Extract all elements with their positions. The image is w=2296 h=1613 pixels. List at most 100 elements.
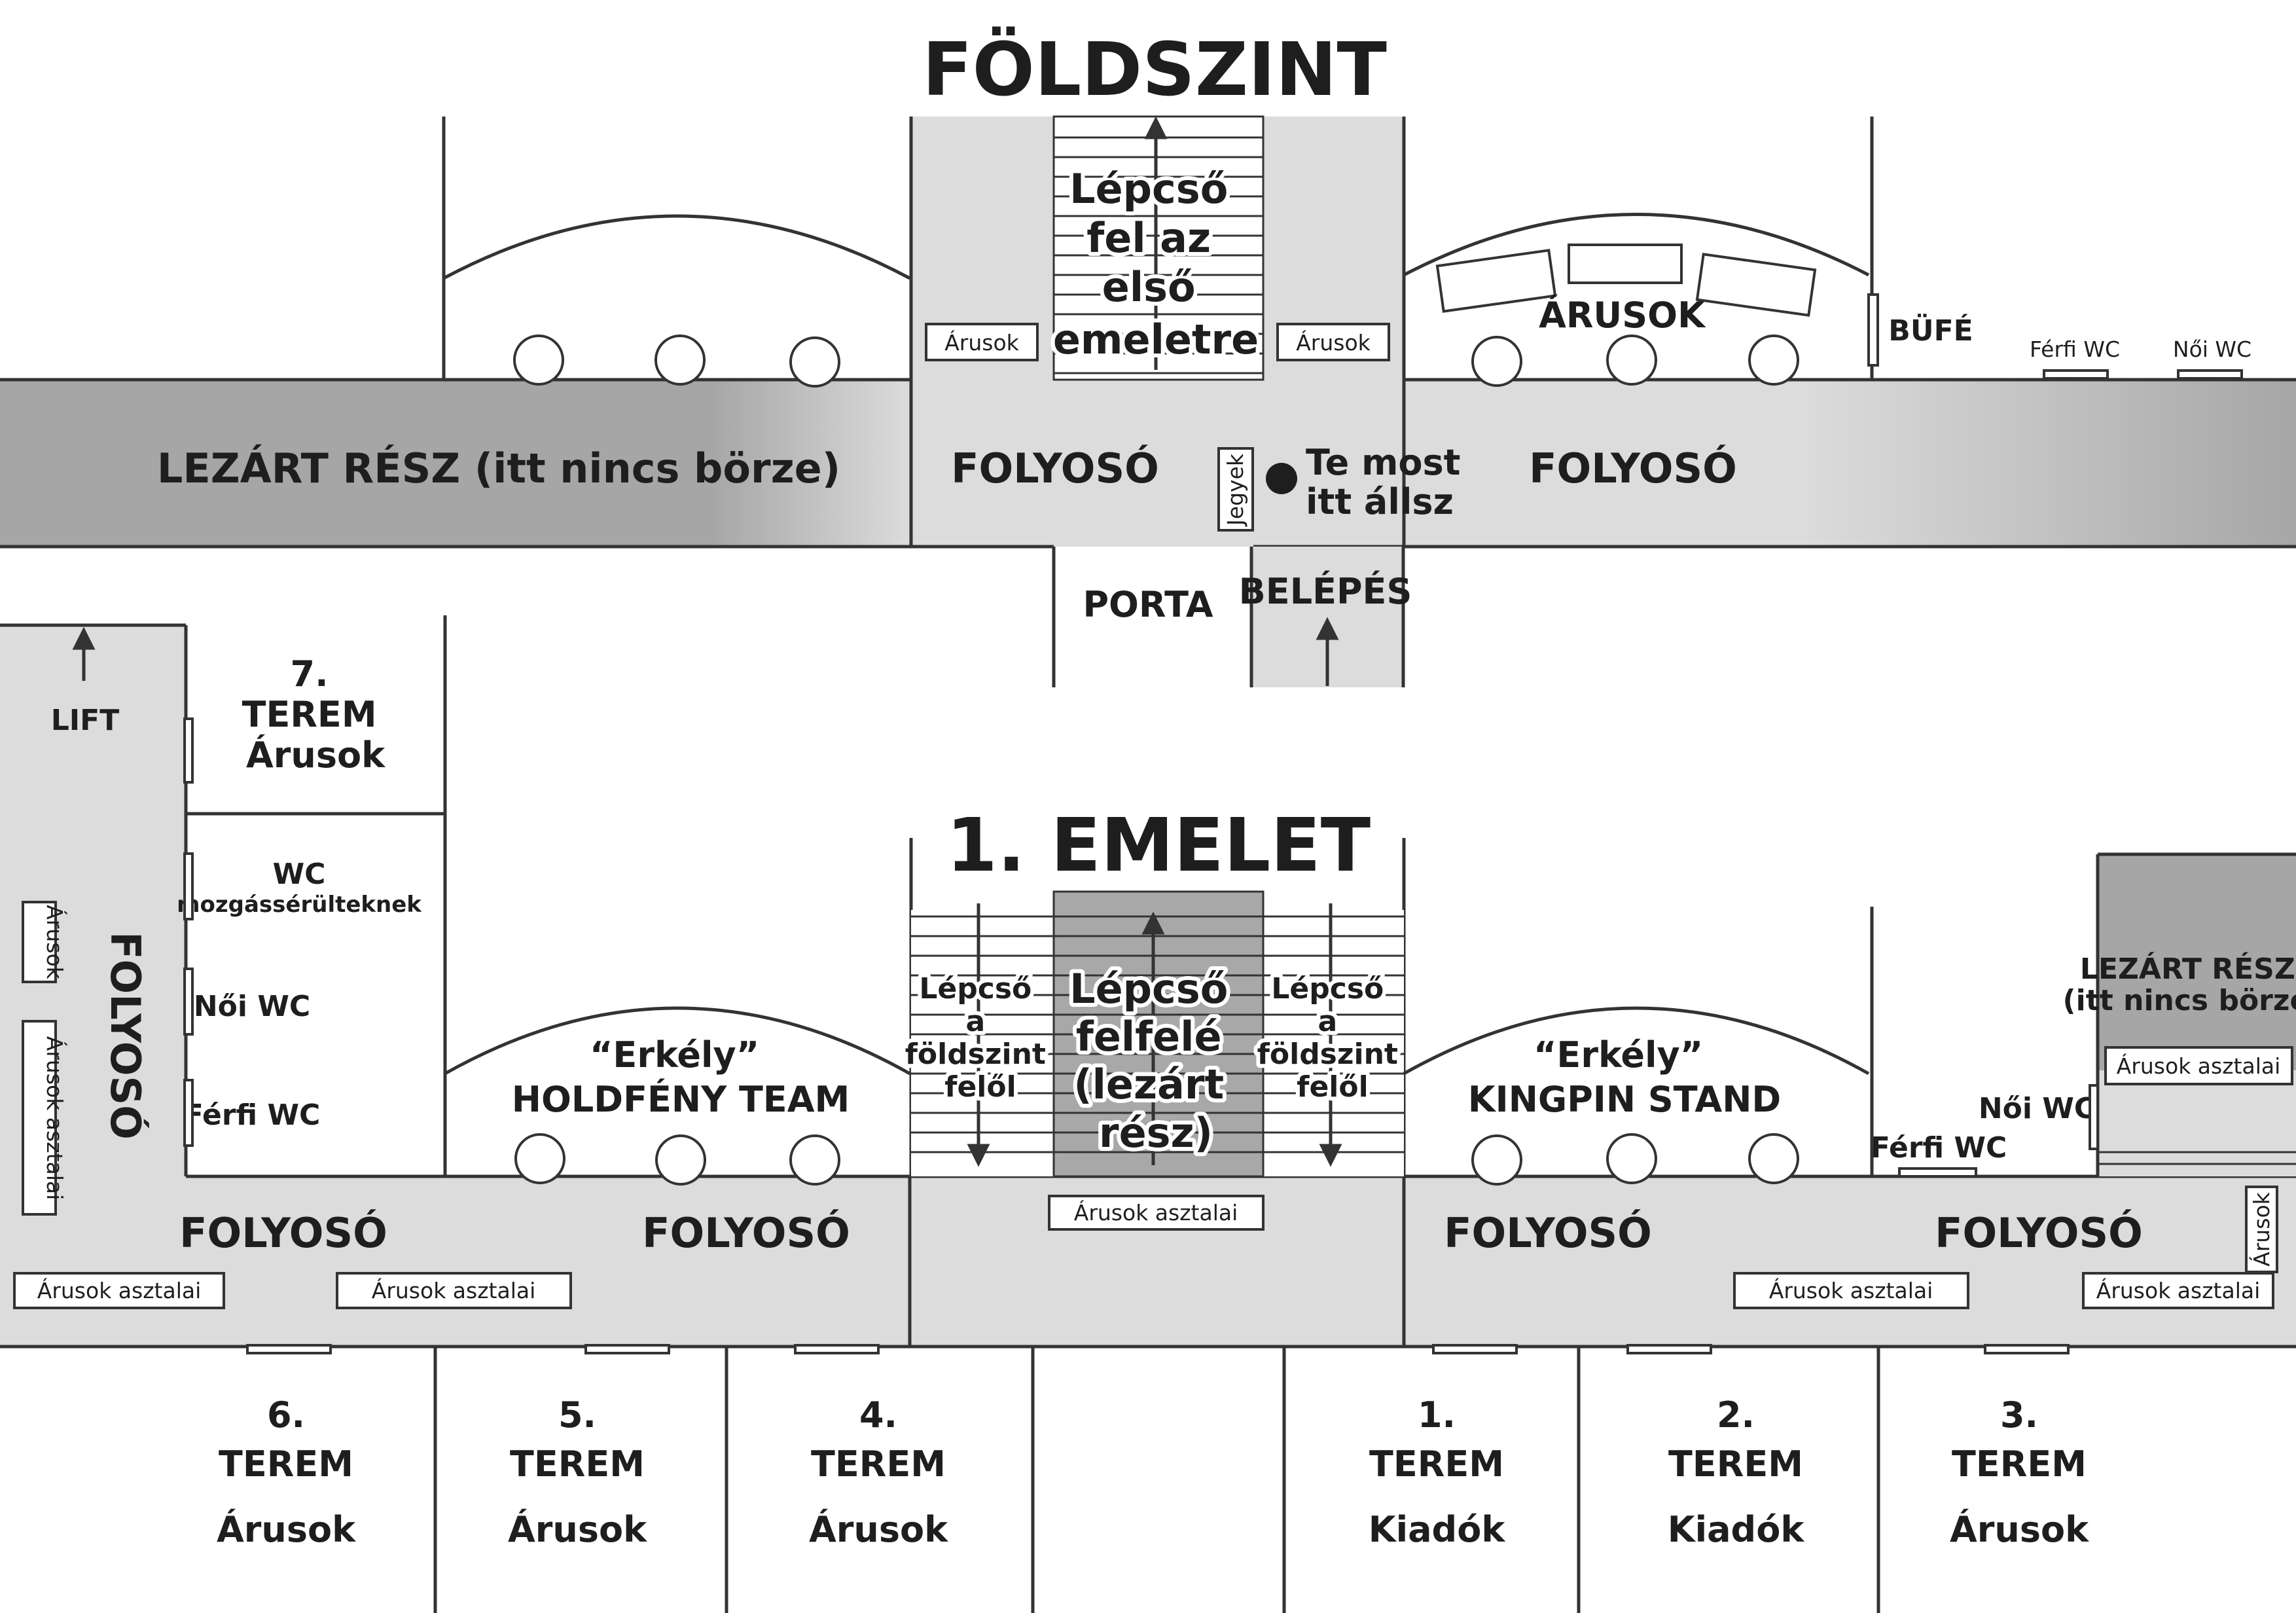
table-circle[interactable] — [1748, 1133, 1799, 1184]
room-use: Kiadók — [1369, 1509, 1506, 1550]
ticket-desk[interactable] — [1217, 447, 1254, 532]
vendor-tables[interactable] — [1048, 1195, 1265, 1231]
table-circle[interactable] — [655, 1134, 706, 1186]
room-6-door[interactable] — [246, 1344, 332, 1354]
room-6[interactable]: 6. TEREM Árusok — [217, 1394, 356, 1550]
room-5-door[interactable] — [584, 1344, 670, 1354]
mens-wc-left-door[interactable] — [183, 1079, 194, 1147]
table-circle[interactable] — [789, 1134, 840, 1186]
room-2[interactable]: 2. TEREM Kiadók — [1668, 1394, 1805, 1550]
table-circle[interactable] — [1606, 335, 1657, 386]
vendor-tables[interactable] — [336, 1272, 572, 1309]
room-1-door[interactable] — [1432, 1344, 1518, 1354]
womens-wc-left-door[interactable] — [183, 968, 194, 1036]
room-number: 5. — [558, 1394, 596, 1436]
ground-floor-title: FÖLDSZINT — [922, 27, 1387, 113]
closed-area-label: LEZÁRT RÉSZ (itt nincs börze) — [157, 444, 840, 492]
vendor-tables[interactable] — [1733, 1272, 1969, 1309]
corridor-label: FOLYOSÓ — [1935, 1209, 2143, 1257]
mens-wc-door[interactable] — [2043, 369, 2109, 380]
table-circle[interactable] — [513, 335, 564, 386]
vendor-tables-right-top[interactable] — [2104, 1046, 2293, 1085]
vendor-tables-vertical-label: Árusok asztalai — [42, 1036, 68, 1201]
closed-area-corridor — [0, 380, 911, 547]
vendor-tables[interactable] — [2082, 1272, 2274, 1309]
vendor-tables-label: Árusok asztalai — [1769, 1277, 1933, 1303]
vendors-right-vertical-table[interactable] — [2245, 1186, 2278, 1273]
womens-wc-door[interactable] — [2177, 369, 2243, 380]
room-4-door[interactable] — [794, 1344, 880, 1354]
stairs-up-ground[interactable] — [1054, 117, 1263, 380]
buffet-label: BÜFÉ — [1888, 313, 1973, 348]
ground-floor: FÖLDSZINT — [0, 27, 2296, 687]
central-corridor — [910, 380, 1404, 547]
accessible-wc-subtitle: mozgássérülteknek — [177, 892, 422, 918]
vendors-area-label: ÁRUSOK — [1539, 295, 1706, 336]
vendor-tables-label: Árusok asztalai — [37, 1277, 202, 1303]
table-circle[interactable] — [1606, 1133, 1657, 1184]
balcony-right-label: “Erkély” KINGPIN STAND — [1468, 1034, 1781, 1120]
womens-wc-right-label: Női WC — [1979, 1092, 2095, 1125]
corridor-label: FOLYOSÓ — [1444, 1209, 1652, 1257]
vendor-tables-label: Árusok asztalai — [2096, 1277, 2261, 1303]
vendor-tables-label: Árusok asztalai — [372, 1277, 536, 1303]
right-room-arc — [1403, 213, 1870, 277]
room-5[interactable]: 5. TEREM Árusok — [508, 1394, 647, 1550]
table-circle[interactable] — [1471, 1134, 1522, 1186]
womens-wc-right-door[interactable] — [2089, 1084, 2099, 1150]
room-word: TEREM — [219, 1443, 353, 1485]
vendors-table-left[interactable] — [925, 323, 1039, 361]
room-7-door[interactable] — [183, 717, 194, 784]
vendor-table[interactable] — [1695, 253, 1817, 317]
stairs-from-ground-right-label: Lépcső a földszint felől — [1257, 972, 1408, 1104]
mens-wc-label: Férfi WC — [2030, 336, 2120, 362]
table-circle[interactable] — [1471, 336, 1522, 387]
vendors-right-vertical-label: Árusok — [2248, 1191, 2274, 1266]
balcony-right-arc — [1403, 1006, 1870, 1076]
vendor-tables-label: Árusok asztalai — [1074, 1199, 1238, 1225]
table-circle[interactable] — [655, 335, 706, 386]
room-3[interactable]: 3. TEREM Árusok — [1950, 1394, 2089, 1550]
room-7-label: 7. TEREM Árusok — [242, 653, 389, 776]
room-word: TEREM — [1369, 1443, 1504, 1485]
room-word: TEREM — [811, 1443, 946, 1485]
mens-wc-right-label: Férfi WC — [1871, 1131, 2007, 1165]
corridor-label: FOLYOSÓ — [642, 1209, 850, 1257]
room-2-door[interactable] — [1626, 1344, 1712, 1354]
room-word: TEREM — [1952, 1443, 2087, 1485]
vendor-table[interactable] — [1568, 244, 1683, 284]
you-are-here-label: Te most itt állsz — [1306, 442, 1473, 522]
table-circle[interactable] — [789, 336, 840, 388]
mens-wc-right-door[interactable] — [1898, 1167, 1977, 1178]
vendors-table-right-label: Árusok — [1296, 329, 1371, 355]
vendors-table-right[interactable] — [1276, 323, 1390, 361]
room-word: TEREM — [1668, 1443, 1803, 1485]
table-circle[interactable] — [514, 1133, 565, 1184]
vendor-table[interactable] — [1435, 249, 1557, 313]
vendors-table-left-label: Árusok — [944, 329, 1019, 355]
vendors-vertical-table[interactable] — [22, 901, 57, 983]
room-3-door[interactable] — [1984, 1344, 2070, 1354]
closed-area-right-label: LEZÁRT RÉSZ (itt nincs börze) — [2063, 951, 2296, 1017]
room-number: 2. — [1717, 1394, 1755, 1436]
room-4[interactable]: 4. TEREM Árusok — [809, 1394, 948, 1550]
table-circle[interactable] — [1748, 335, 1799, 386]
room-use: Árusok — [508, 1509, 647, 1550]
room-word: TEREM — [510, 1443, 645, 1485]
you-are-here-marker-icon — [1266, 463, 1297, 494]
room-number: 3. — [2000, 1394, 2038, 1436]
womens-wc-label: Női WC — [2173, 336, 2251, 362]
ticket-desk-label: Jegyek — [1223, 453, 1248, 527]
lift-label: LIFT — [51, 704, 119, 737]
vendor-tables[interactable] — [13, 1272, 225, 1309]
corridor-label-left: FOLYOSÓ — [951, 444, 1159, 492]
closed-area-right-lower — [2098, 1070, 2296, 1176]
corridor-label-right: FOLYOSÓ — [1529, 444, 1737, 492]
accessible-wc-door[interactable] — [183, 852, 194, 920]
buffet-door[interactable] — [1867, 293, 1879, 367]
room-1[interactable]: 1. TEREM Kiadók — [1369, 1394, 1506, 1550]
entrance-label: BELÉPÉS — [1239, 571, 1412, 612]
vendor-tables-vertical[interactable] — [22, 1020, 57, 1216]
balcony-left-label: “Erkély” HOLDFÉNY TEAM — [512, 1034, 850, 1120]
first-floor: 1. EMELET LIFT 7. TEREM Árusok WC mozgás… — [0, 615, 2296, 1613]
